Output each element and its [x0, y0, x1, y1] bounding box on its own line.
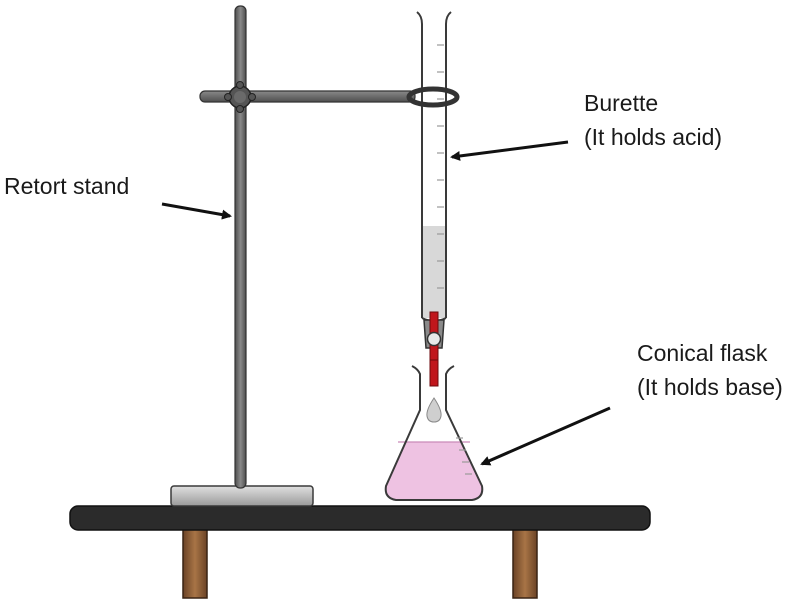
flask-graduations — [456, 437, 472, 475]
flask-solution — [385, 442, 483, 500]
arrow-retort-stand — [161, 202, 232, 220]
burette-acid — [423, 226, 445, 318]
stand-base — [170, 485, 314, 507]
stopcock — [423, 311, 445, 365]
burette-tube — [416, 11, 452, 318]
label-burette-note: (It holds acid) — [584, 124, 722, 150]
label-arrows — [161, 140, 611, 466]
burette-tip — [429, 359, 439, 387]
conical-flask — [384, 365, 484, 501]
burette-graduations — [437, 44, 444, 289]
boss-head-knob — [224, 81, 256, 113]
label-retort-stand: Retort stand — [4, 173, 129, 199]
label-burette-name: Burette — [584, 90, 658, 116]
table-leg-left — [182, 527, 208, 599]
burette — [406, 11, 460, 387]
table-leg-right — [512, 527, 538, 599]
burette-clamp-ring — [406, 86, 460, 108]
arrow-conical-flask — [480, 406, 611, 466]
table — [69, 505, 651, 599]
label-flask-name: Conical flask — [637, 340, 768, 366]
stand-rod — [234, 5, 247, 489]
flask-outline — [384, 365, 484, 501]
table-top — [69, 505, 651, 531]
falling-drop — [426, 397, 442, 423]
arrow-burette — [450, 140, 569, 161]
retort-stand — [170, 5, 416, 507]
label-flask-note: (It holds base) — [637, 374, 783, 400]
